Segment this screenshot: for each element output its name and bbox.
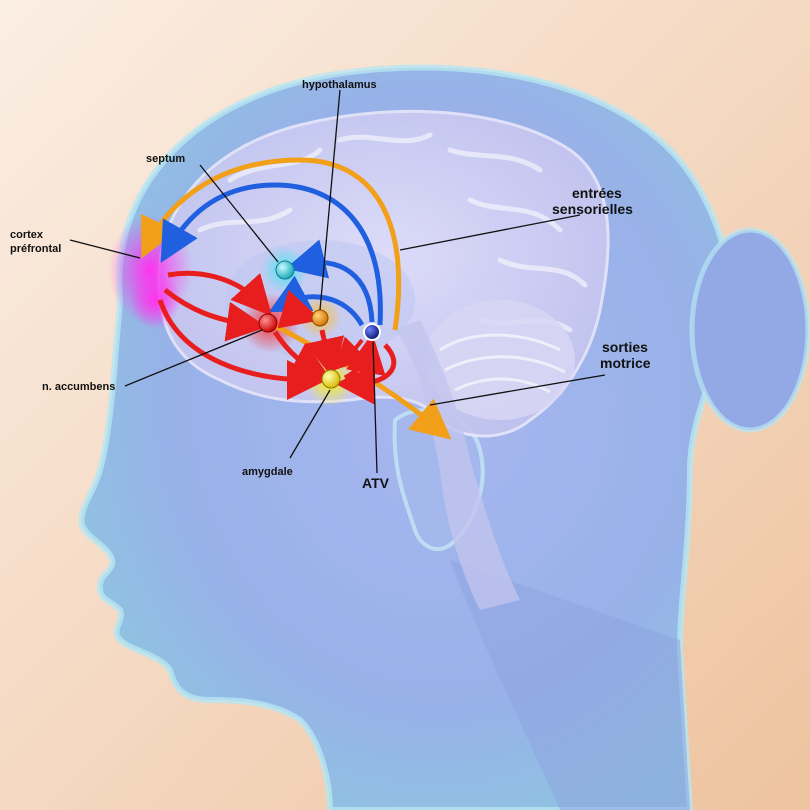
label-cortex-line1: cortex <box>10 229 44 241</box>
leader-septum <box>199 164 279 263</box>
leader-hypothalamus <box>319 89 341 311</box>
pathway-cortex-to-accumbens <box>167 270 273 317</box>
pathway-accumbens-to-hypothalamus <box>277 289 322 329</box>
pathway-vta-to-amygdala <box>335 343 397 405</box>
leader-cortex <box>69 239 141 259</box>
vta-node <box>363 323 381 341</box>
label-sensory-line2: sensorielles <box>552 201 633 217</box>
label-septum: septum <box>146 153 185 165</box>
pathways <box>141 157 452 440</box>
accumbens-node <box>258 313 278 333</box>
label-accumbens: n. accumbens <box>42 381 115 393</box>
label-cortex-line2: préfrontal <box>10 243 61 255</box>
leader-vta <box>372 341 378 474</box>
leader-motor <box>429 374 606 406</box>
label-motor-line1: sorties <box>602 339 648 355</box>
septum-node <box>275 260 295 280</box>
label-hypothalamus: hypothalamus <box>302 79 377 91</box>
labels: cortex préfrontal septum hypothalamus en… <box>10 79 651 491</box>
pathway-vta-to-cortex <box>141 157 402 331</box>
pathway-cortex-to-accumbens-2 <box>163 288 267 342</box>
pathway-vta-to-cortex-blue <box>160 182 383 326</box>
leader-lines <box>69 89 606 474</box>
label-motor-line2: motrice <box>600 355 651 371</box>
amygdala-node <box>321 369 341 389</box>
pathway-hypothalamus-to-amygdala <box>305 329 345 379</box>
brainstem <box>395 320 520 610</box>
label-vta: ATV <box>362 475 390 491</box>
label-sensory-line1: entrées <box>572 185 622 201</box>
hypothalamus-node <box>311 309 329 327</box>
cerebellum <box>425 300 575 420</box>
hair-bun <box>689 227 810 433</box>
leader-accumbens <box>124 329 263 387</box>
label-amygdala: amygdale <box>242 466 293 478</box>
pathway-vta-to-septum <box>285 239 375 323</box>
leader-amygdala <box>289 389 331 459</box>
pathway-vta-to-amygdala-2 <box>333 336 368 371</box>
leader-sensory <box>399 214 581 251</box>
nodes <box>258 260 381 389</box>
